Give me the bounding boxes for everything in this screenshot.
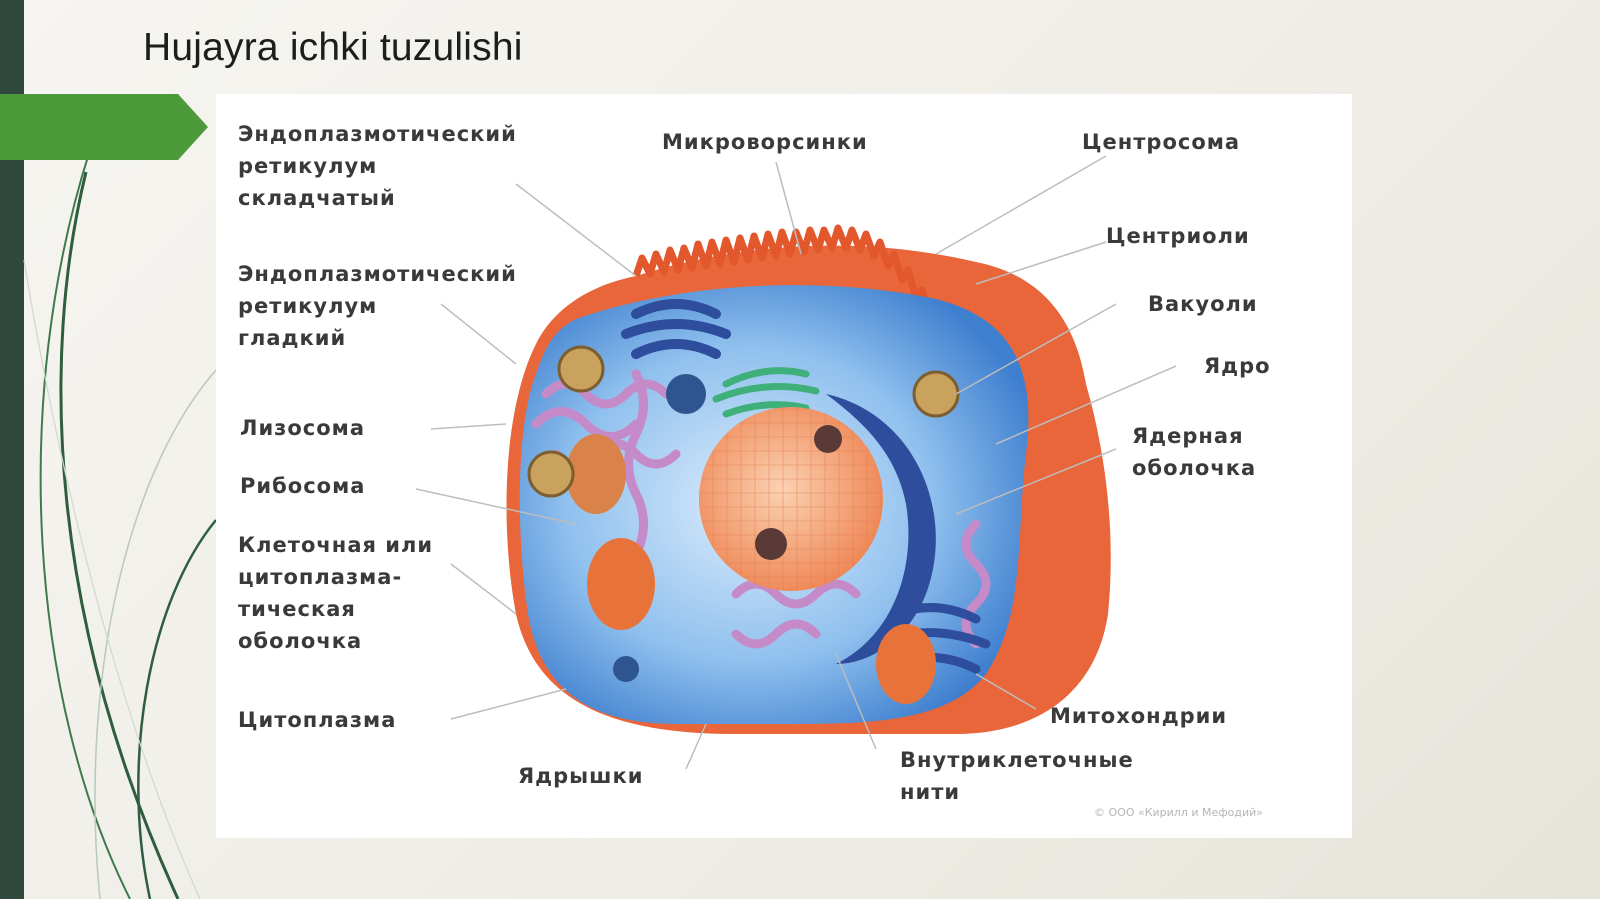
label-cytoplasm: Цитоплазма	[238, 708, 397, 732]
label-filaments: Внутриклеточные нити	[900, 748, 1134, 804]
title-arrow-shape	[0, 94, 208, 160]
label-smooth-er: Эндоплазмотический ретикулум гладкий	[238, 262, 517, 350]
label-mitochondria: Митохондрии	[1050, 704, 1228, 728]
label-vacuoles: Вакуоли	[1148, 292, 1258, 316]
cell-illustration	[415, 155, 1177, 770]
label-nuclear-envelope: Ядерная оболочка	[1132, 424, 1257, 480]
label-ribosome: Рибосома	[240, 474, 366, 498]
copyright-text: © ООО «Кирилл и Мефодий»	[1094, 806, 1264, 819]
smooth-er-shape	[712, 367, 820, 418]
decorative-lines	[23, 149, 217, 899]
label-centrioles: Центриоли	[1106, 224, 1250, 248]
slide-title: Hujayra ichki tuzulishi	[143, 26, 523, 69]
golgi-shape	[621, 299, 731, 359]
cell-diagram-panel: Эндоплазмотический ретикулум складчатый …	[216, 94, 1352, 838]
label-lysosome: Лизосома	[240, 416, 365, 440]
label-cell-membrane: Клеточная или цитоплазма- тическая оболо…	[238, 533, 434, 653]
microvilli-shape	[632, 224, 934, 318]
lysosome-shape	[666, 374, 706, 414]
nucleolus-shape	[814, 425, 842, 453]
label-centrosome: Центросома	[1082, 130, 1241, 154]
vacuole-shape	[557, 345, 605, 393]
leader-lines	[415, 155, 1177, 770]
nuclear-envelope-shape	[826, 394, 936, 664]
label-microvilli: Микроворсинки	[662, 130, 868, 154]
label-nucleus: Ядро	[1204, 354, 1271, 378]
label-rough-er: Эндоплазмотический ретикулум складчатый	[238, 122, 517, 210]
mitochondrion-shape	[566, 434, 626, 514]
label-nucleoli: Ядрышки	[518, 764, 644, 788]
